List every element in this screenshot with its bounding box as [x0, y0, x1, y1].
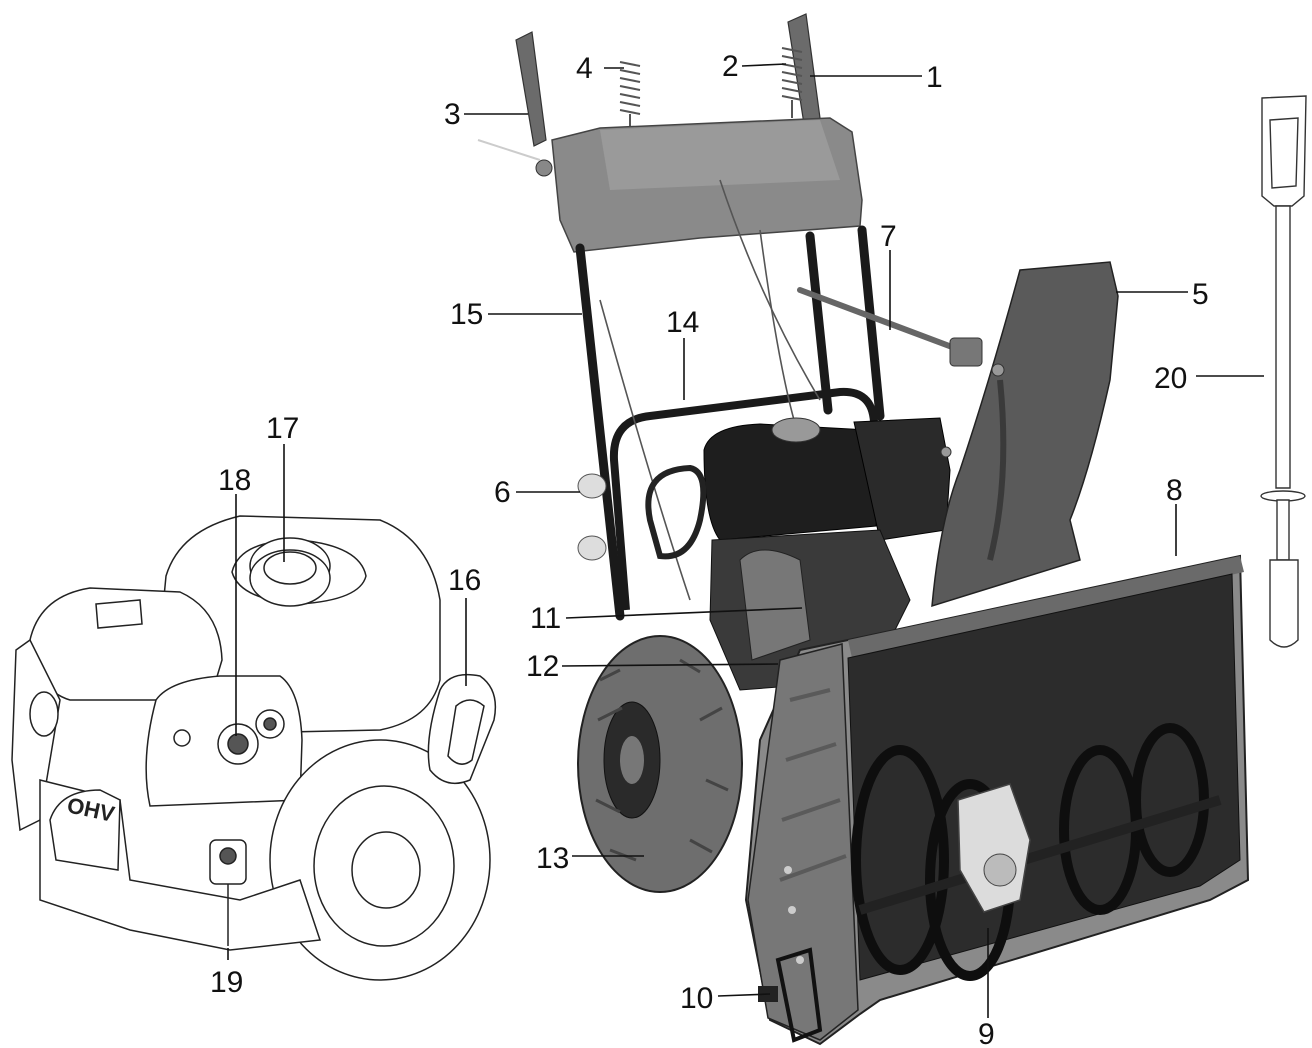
callout-2: 2: [722, 50, 739, 83]
engine-switch: [217, 709, 285, 765]
fuel-cap: [249, 537, 331, 607]
callout-4: 4: [576, 52, 593, 85]
callout-7: 7: [880, 220, 897, 253]
callout-13: 13: [536, 842, 569, 875]
skid-shoe: [775, 947, 823, 1043]
leader-lines: [227, 63, 1264, 1018]
callout-17: 17: [266, 412, 299, 445]
callout-1: 1: [926, 61, 943, 94]
dipstick-illustration: [1260, 95, 1307, 648]
callout-10: 10: [680, 982, 713, 1015]
callout-12: 12: [526, 650, 559, 683]
knobs: [577, 473, 607, 561]
handle-frame: [575, 225, 885, 621]
engine-line-drawing: [11, 515, 497, 981]
left-handle-grip: [515, 31, 547, 147]
callout-labels: 1 2 3 4 5 6 7 8 9 10 11 12 13 14 15 16 1…: [210, 50, 1209, 1048]
callout-6: 6: [494, 476, 511, 509]
callout-3: 3: [444, 98, 461, 131]
callout-11: 11: [530, 602, 561, 635]
callout-15: 15: [450, 298, 483, 331]
chute-control-rod: [797, 287, 963, 353]
callout-14: 14: [666, 306, 699, 339]
carburetor: [209, 839, 247, 946]
callout-5: 5: [1192, 278, 1209, 311]
snow-blower-illustration: [477, 13, 1250, 1046]
wheel: [577, 635, 743, 893]
callout-20: 20: [1154, 362, 1187, 395]
callout-18: 18: [218, 464, 251, 497]
callout-9: 9: [978, 1018, 995, 1048]
callout-19: 19: [210, 966, 243, 999]
discharge-chute: [931, 261, 1119, 608]
bail-handle: [609, 387, 882, 611]
callout-8: 8: [1166, 474, 1183, 507]
right-spring: [781, 47, 803, 118]
left-spring: [619, 61, 641, 130]
air-filter-cover: [427, 673, 497, 785]
callout-16: 16: [448, 564, 481, 597]
